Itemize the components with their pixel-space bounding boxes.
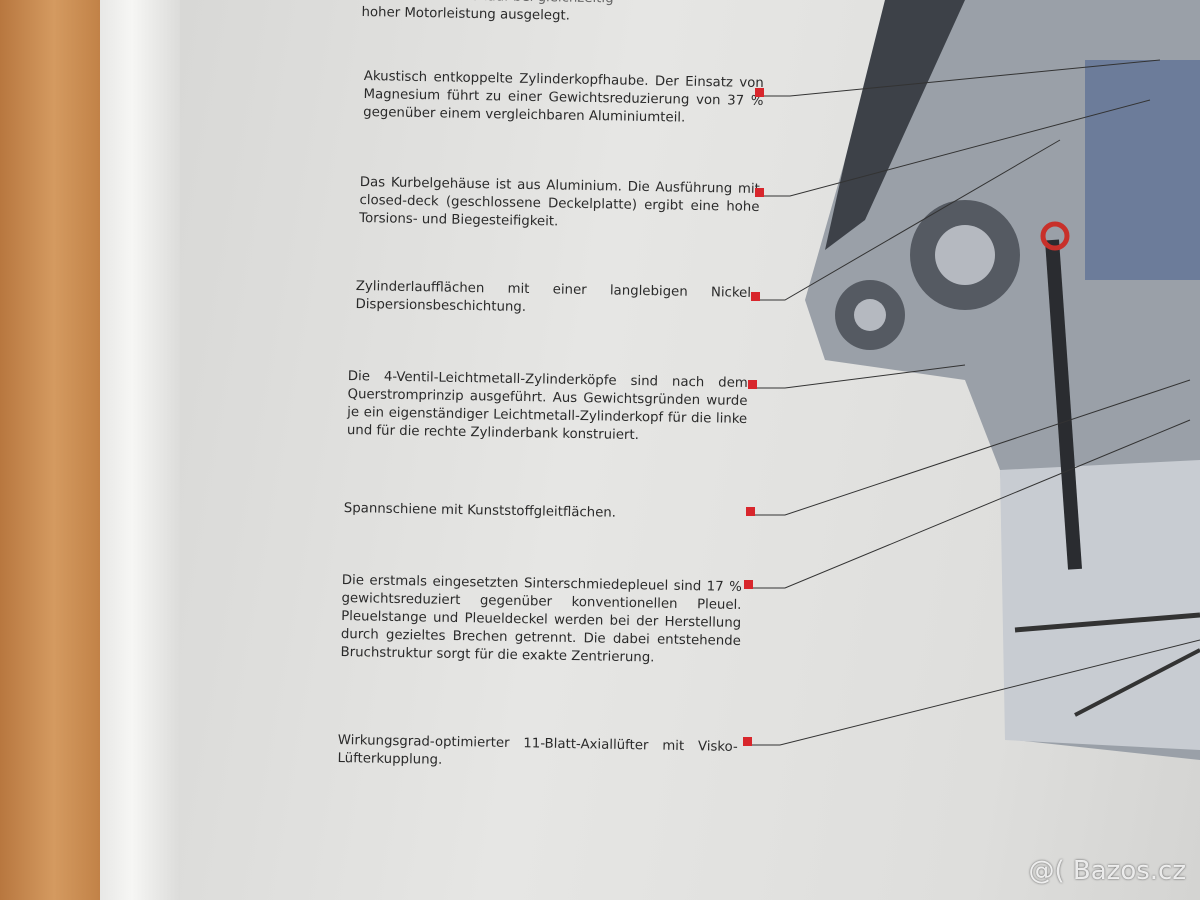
watermark: @( Bazos.cz <box>1028 856 1187 886</box>
callout-marker <box>751 292 760 301</box>
poster-frame <box>100 0 180 900</box>
callout-marker <box>755 88 764 97</box>
callout-marker <box>743 737 752 746</box>
callout-marker <box>748 380 757 389</box>
callout-marker <box>744 580 753 589</box>
callout-marker <box>755 188 764 197</box>
callout-marker <box>746 507 755 516</box>
